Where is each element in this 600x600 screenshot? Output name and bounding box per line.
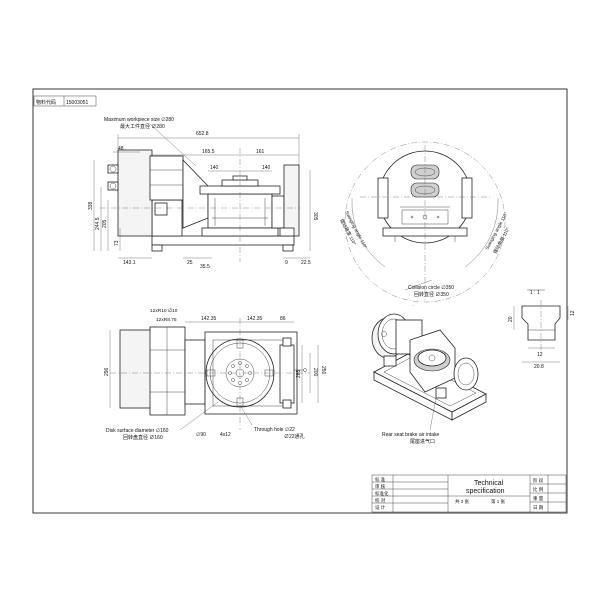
title-label-standard: 标 准 bbox=[375, 476, 386, 483]
disk-surface-en: Disk surface diameter ∅160 bbox=[106, 428, 169, 434]
collision-circle-cn: 回转直径 ∅350 bbox=[414, 291, 449, 298]
title-label-scale: 比 例 bbox=[533, 486, 544, 493]
dim-22-5: 22.5 bbox=[301, 260, 311, 266]
dim-250: 250 bbox=[320, 366, 326, 375]
max-workpiece-en: Maximum workpiece size ∅280 bbox=[104, 117, 174, 123]
sheet-border bbox=[32, 88, 568, 514]
disk-surface-cn: 回转盘直径 ∅160 bbox=[123, 434, 163, 441]
dim-73: 73 bbox=[114, 240, 120, 246]
dim-305: 305 bbox=[312, 212, 318, 221]
through-hole-cn: ∅22通孔 bbox=[284, 433, 305, 440]
title-label-proofread: 校 对 bbox=[375, 497, 386, 504]
dim-25: 25 bbox=[187, 260, 193, 266]
dim-244-5: 244.5 bbox=[95, 217, 101, 230]
dim-140-right: 140 bbox=[262, 165, 271, 171]
dim-200: 200 bbox=[312, 368, 318, 377]
dim-48: 48 bbox=[118, 146, 124, 152]
watermark-text: ... bbox=[412, 303, 415, 307]
title-label-weight: 重 量 bbox=[533, 495, 544, 502]
title-label-design: 设 计 bbox=[375, 504, 386, 511]
title-sheets-total: 共 3 张 bbox=[455, 498, 470, 505]
title-main-line2: specification bbox=[466, 488, 505, 495]
title-label-date: 日 期 bbox=[533, 505, 544, 511]
part-code-table: 物料代码 15003051 bbox=[33, 95, 97, 107]
dim-285: 285 bbox=[296, 369, 302, 378]
detail-dim-12-right: 12 bbox=[570, 310, 576, 316]
part-code-label: 物料代码 bbox=[36, 99, 56, 106]
dim-12xr10: 12xR10 ∅10 bbox=[150, 308, 178, 314]
isometric-view: Rear seat brake air intake 尾座进气口 bbox=[371, 313, 487, 445]
title-main-line1: Technical bbox=[474, 480, 504, 487]
title-label-standardization: 标准化 bbox=[375, 490, 389, 497]
part-code-value: 15003051 bbox=[66, 100, 88, 106]
detail-scale: 1 : 1 bbox=[530, 290, 540, 296]
dim-12xr8-75: 12xR8.75 bbox=[156, 317, 177, 323]
top-view: 12xR10 ∅10 12xR8.75 142.35 142.35 86 296… bbox=[104, 308, 326, 441]
dim-9: 9 bbox=[285, 260, 288, 266]
dim-165-5: 165.5 bbox=[202, 149, 215, 155]
side-view: Swinging angle 110° 摆动角度 110° Swinging a… bbox=[338, 141, 511, 307]
dim-140-left: 140 bbox=[210, 165, 219, 171]
collision-circle-en: Collision circle ∅350 bbox=[408, 285, 454, 291]
title-label-stage: 阶 段 bbox=[533, 477, 544, 484]
dim-296: 296 bbox=[104, 367, 110, 376]
dim-142-35-top-left: 142.35 bbox=[201, 316, 217, 322]
title-label-review: 审 核 bbox=[375, 483, 386, 490]
dim-143-1: 143.1 bbox=[123, 260, 136, 266]
dim-86: 86 bbox=[280, 316, 286, 322]
detail-dim-20: 20 bbox=[508, 316, 514, 322]
iso-caption-cn: 尾座进气口 bbox=[410, 438, 435, 445]
detail-dim-12-bottom: 12 bbox=[537, 352, 543, 358]
dim-35-5: 35.5 bbox=[200, 264, 210, 270]
dim-161: 161 bbox=[256, 149, 265, 155]
dim-338: 338 bbox=[88, 201, 94, 210]
max-workpiece-cn: 最大工件直径 ∅280 bbox=[120, 123, 165, 130]
iso-caption-en: Rear seat brake air intake bbox=[382, 432, 439, 438]
through-hole-en: Through hole ∅22 bbox=[254, 427, 295, 433]
title-block: 标 准 审 核 标准化 校 对 设 计 Technical specificat… bbox=[371, 474, 567, 513]
front-view: 652.8 48 165.5 161 140 140 Maximum workp… bbox=[88, 117, 318, 270]
title-sheet-number: 第 1 张 bbox=[491, 498, 506, 505]
detail-view: 1 : 1 20 12 12 20.8 bbox=[508, 289, 576, 370]
dim-diameter-90: ∅90 bbox=[196, 432, 206, 438]
dim-142-35-top-right: 142.35 bbox=[247, 316, 263, 322]
dim-4x12: 4x12 bbox=[220, 432, 231, 438]
detail-dim-20-8: 20.8 bbox=[534, 364, 544, 370]
dim-205: 205 bbox=[102, 219, 108, 228]
dim-overall-length: 652.8 bbox=[196, 131, 209, 137]
